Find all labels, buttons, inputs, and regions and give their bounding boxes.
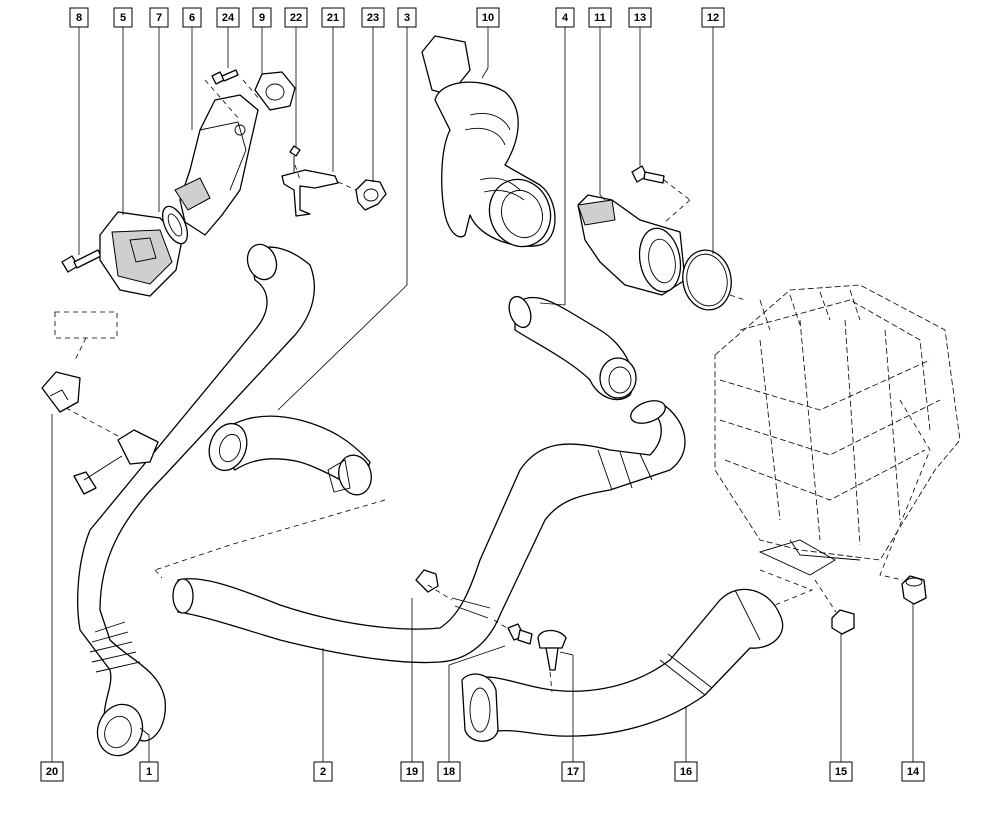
- callout-3: 3: [397, 7, 417, 28]
- callout-11: 11: [588, 7, 612, 28]
- callout-13: 13: [628, 7, 652, 28]
- svg-text:9: 9: [259, 12, 265, 24]
- svg-text:7: 7: [156, 12, 162, 24]
- seal-ring-12: [682, 249, 732, 311]
- svg-text:22: 22: [290, 12, 302, 24]
- clip-23: [355, 179, 387, 211]
- svg-text:10: 10: [482, 12, 494, 24]
- intake-manifold-6: [174, 94, 259, 236]
- svg-text:6: 6: [189, 12, 195, 24]
- svg-text:24: 24: [222, 12, 235, 24]
- charge-pipe-2: [172, 400, 686, 664]
- air-hose-3: [208, 415, 372, 496]
- svg-text:15: 15: [835, 766, 847, 778]
- callout-7: 7: [149, 7, 169, 28]
- svg-text:3: 3: [404, 12, 410, 24]
- svg-text:17: 17: [567, 766, 579, 778]
- callout-10: 10: [476, 7, 500, 28]
- leader-lines: [51, 27, 914, 762]
- throttle-body-5: [99, 211, 183, 297]
- svg-text:11: 11: [594, 12, 606, 24]
- connector-18: [507, 623, 533, 645]
- callout-18: 18: [437, 761, 461, 782]
- dashed-reference-box: [54, 311, 118, 339]
- fastener-17: [537, 629, 567, 671]
- callout-5: 5: [113, 7, 133, 28]
- grommet-15: [831, 609, 855, 635]
- bolt-24: [211, 69, 239, 85]
- callout-20: 20: [40, 761, 64, 782]
- callout-15: 15: [829, 761, 853, 782]
- air-flow-meter-11: [577, 194, 686, 296]
- air-hose-1: [77, 243, 315, 757]
- callout-4: 4: [555, 7, 575, 28]
- callout-2: 2: [313, 761, 333, 782]
- callout-24: 24: [216, 7, 240, 28]
- callout-6: 6: [182, 7, 202, 28]
- flange-9: [254, 71, 296, 111]
- svg-text:2: 2: [320, 766, 326, 778]
- svg-text:8: 8: [76, 12, 82, 24]
- sensor-connector: [73, 429, 159, 495]
- callout-17: 17: [561, 761, 585, 782]
- bracket-21-with-screw-22: [281, 145, 339, 217]
- svg-text:13: 13: [634, 12, 646, 24]
- svg-text:19: 19: [406, 766, 418, 778]
- callout-12: 12: [701, 7, 725, 28]
- callout-22: 22: [284, 7, 308, 28]
- callout-9: 9: [252, 7, 272, 28]
- svg-text:23: 23: [367, 12, 379, 24]
- svg-text:16: 16: [680, 766, 692, 778]
- callout-8: 8: [69, 7, 89, 28]
- svg-text:12: 12: [707, 12, 719, 24]
- svg-text:4: 4: [562, 12, 569, 24]
- callout-23: 23: [361, 7, 385, 28]
- clip-19: [415, 569, 439, 593]
- callout-21: 21: [321, 7, 345, 28]
- grommet-14: [901, 575, 927, 605]
- callout-19: 19: [400, 761, 424, 782]
- callout-14: 14: [901, 761, 925, 782]
- air-filter-housing: [714, 284, 961, 561]
- svg-text:21: 21: [327, 12, 339, 24]
- air-duct-10: [421, 35, 556, 248]
- bolt-8: [61, 249, 102, 273]
- svg-text:20: 20: [46, 766, 58, 778]
- sensor-20: [41, 371, 81, 413]
- svg-text:14: 14: [907, 766, 920, 778]
- bolt-13: [631, 165, 665, 184]
- callout-1: 1: [139, 761, 159, 782]
- housing-mount-plate: [758, 539, 836, 576]
- svg-text:1: 1: [146, 766, 152, 778]
- svg-text:5: 5: [120, 12, 126, 24]
- air-pipe-16: [461, 588, 784, 742]
- callout-16: 16: [674, 761, 698, 782]
- assembly-dash-lines: [65, 79, 931, 693]
- air-hose-4: [508, 295, 637, 401]
- svg-text:18: 18: [443, 766, 455, 778]
